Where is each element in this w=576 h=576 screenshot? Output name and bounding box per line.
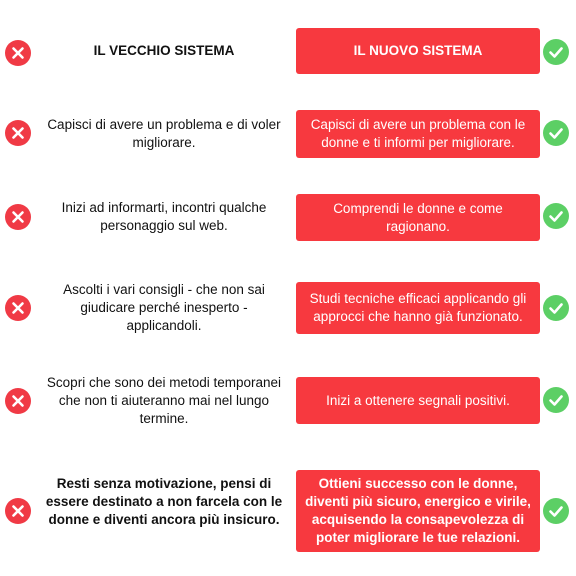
old-system-text: Inizi ad informarti, incontri qualche pe… — [61, 200, 267, 233]
check-circle-icon — [543, 295, 569, 321]
x-circle-icon — [5, 204, 31, 230]
x-circle-icon — [5, 120, 31, 146]
old-system-text: Ascolti i vari consigli - che non sai gi… — [63, 282, 265, 333]
comparison-row: Scopri che sono dei metodi temporanei ch… — [0, 375, 576, 426]
new-system-text: Studi tecniche efficaci applicando gli a… — [296, 282, 540, 334]
new-system-text: Inizi a ottenere segnali positivi. — [296, 377, 540, 424]
new-system-text: Comprendi le donne e come ragionano. — [296, 194, 540, 241]
check-circle-icon — [543, 387, 569, 413]
comparison-row: Inizi ad informarti, incontri qualche pe… — [0, 194, 576, 241]
header-row: IL VECCHIO SISTEMA IL NUOVO SISTEMA — [0, 28, 576, 74]
new-system-text: Ottieni successo con le donne, diventi p… — [296, 470, 540, 552]
x-circle-icon — [5, 40, 31, 66]
new-system-heading: IL NUOVO SISTEMA — [296, 28, 540, 74]
comparison-row: Ascolti i vari consigli - che non sai gi… — [0, 282, 576, 334]
old-system-text: Resti senza motivazione, pensi di essere… — [45, 476, 283, 527]
new-system-text: Capisci di avere un problema con le donn… — [296, 110, 540, 158]
old-system-heading: IL VECCHIO SISTEMA — [93, 43, 235, 58]
comparison-row: Capisci di avere un problema e di voler … — [0, 110, 576, 158]
check-circle-icon — [543, 498, 569, 524]
comparison-row: Resti senza motivazione, pensi di essere… — [0, 470, 576, 552]
old-system-text: Scopri che sono dei metodi temporanei ch… — [46, 375, 282, 426]
check-circle-icon — [543, 120, 569, 146]
check-circle-icon — [543, 39, 569, 65]
x-circle-icon — [5, 388, 31, 414]
old-system-text: Capisci di avere un problema e di voler … — [47, 117, 281, 150]
check-circle-icon — [543, 203, 569, 229]
x-circle-icon — [5, 295, 31, 321]
x-circle-icon — [5, 498, 31, 524]
